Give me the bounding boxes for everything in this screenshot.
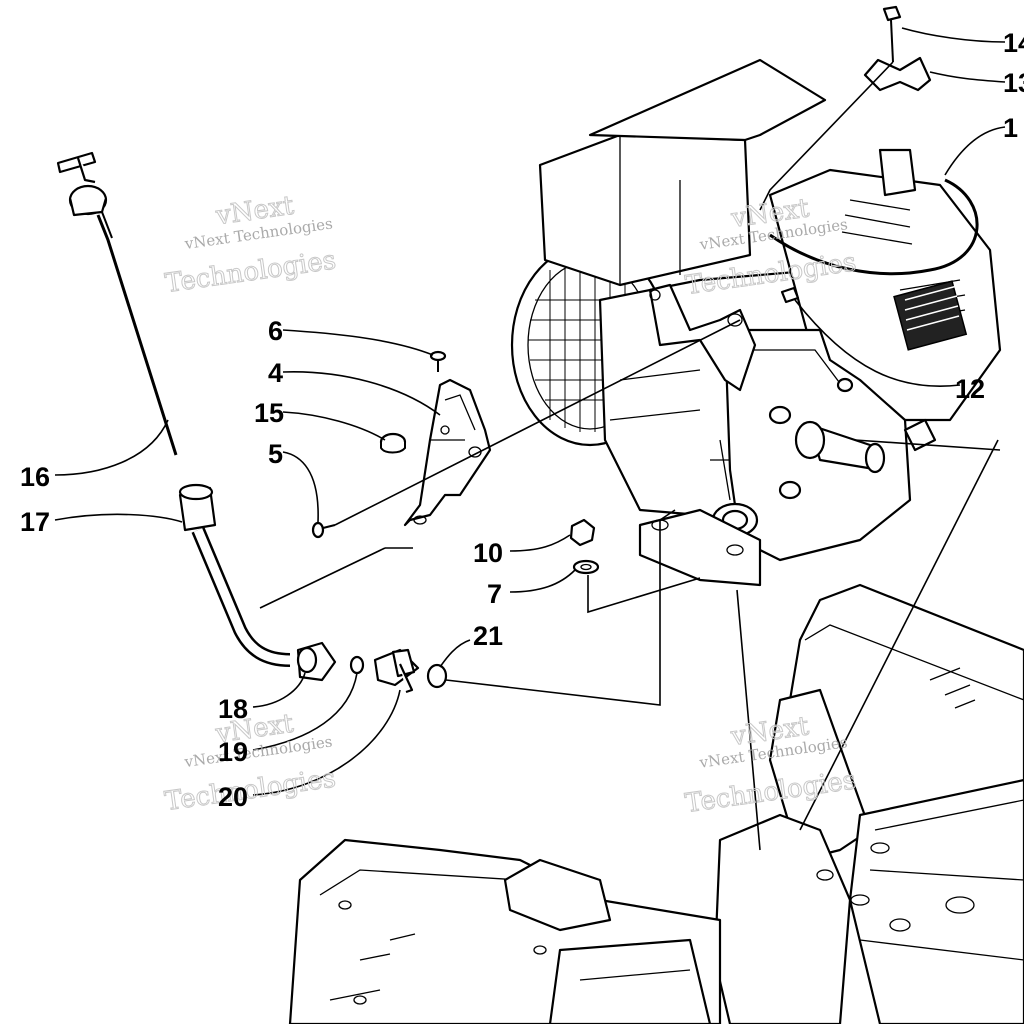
callout-18: 18 (218, 694, 248, 724)
watermark-line2: Technologies (163, 245, 338, 299)
callout-10: 10 (473, 538, 503, 568)
callout-5: 5 (268, 439, 283, 469)
callout-6: 6 (268, 316, 283, 346)
engine-assembly (510, 58, 1002, 587)
callout-17: 17 (20, 507, 50, 537)
watermark-line2: Technologies (163, 763, 338, 817)
dipstick-assembly (56, 151, 291, 667)
callout-15: 15 (254, 398, 284, 428)
callout-4: 4 (268, 358, 283, 388)
leader-lines (54, 27, 1006, 851)
callout-labels: 14 13 1 6 4 15 5 12 16 17 10 7 21 18 19 … (20, 28, 1024, 812)
callout-7: 7 (487, 579, 502, 609)
fittings (296, 641, 448, 694)
callout-20: 20 (218, 782, 248, 812)
bracket-assembly (311, 350, 492, 539)
callout-19: 19 (218, 737, 248, 767)
hardware (569, 5, 932, 575)
callout-12: 12 (955, 374, 985, 404)
callout-1: 1 (1003, 113, 1018, 143)
callout-16: 16 (20, 462, 50, 492)
callout-14: 14 (1003, 28, 1024, 58)
callout-21: 21 (473, 621, 503, 651)
callout-13: 13 (1003, 68, 1024, 98)
frame-chassis (288, 583, 1024, 1024)
watermark-top-left: vNext Technologies Technologies vNext (163, 190, 339, 299)
